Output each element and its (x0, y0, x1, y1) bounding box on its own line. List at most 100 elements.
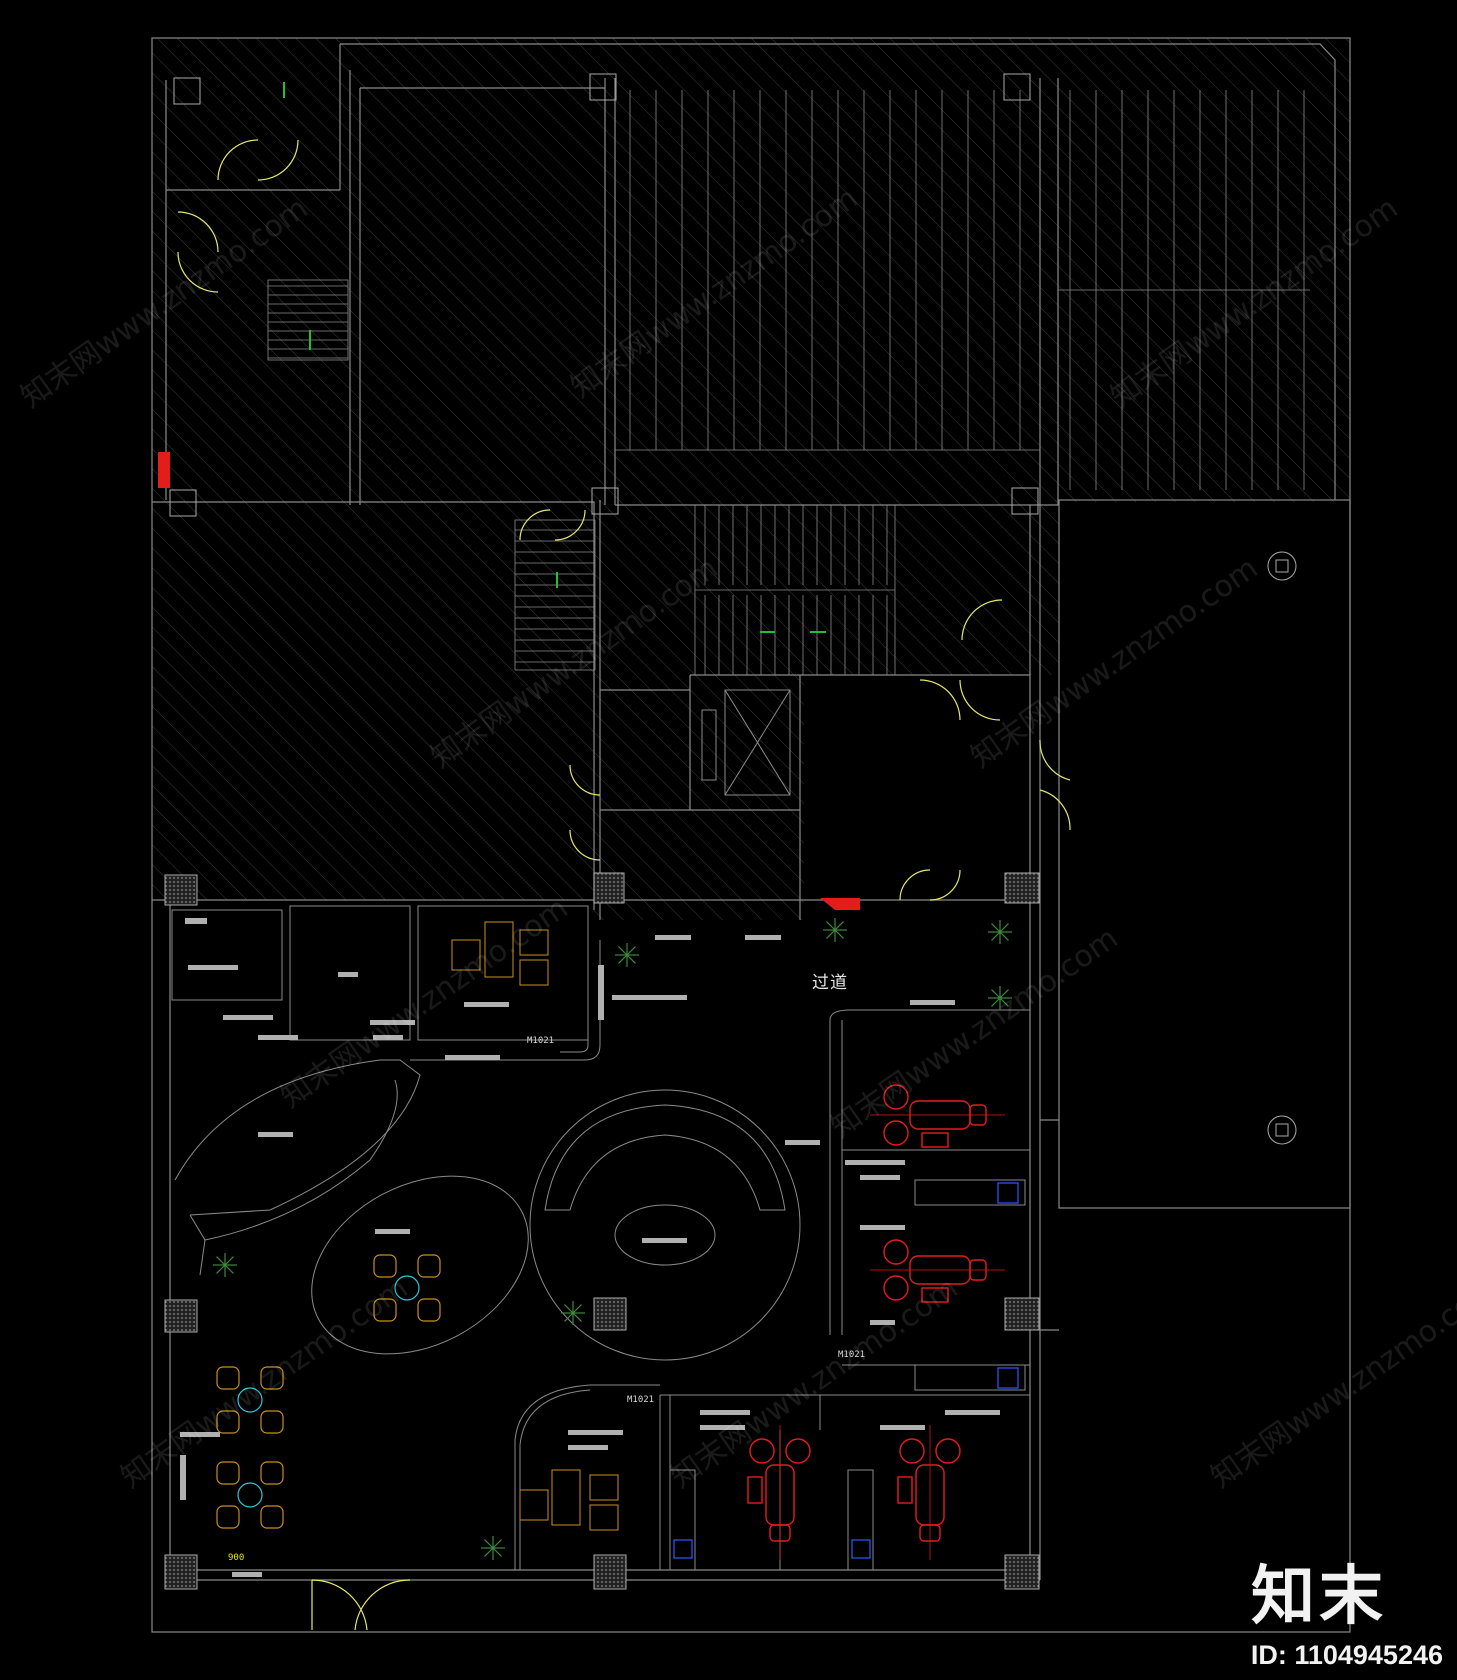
plant-leaf (991, 997, 1001, 1007)
plant-leaf (618, 954, 628, 964)
wall-tag (598, 965, 604, 1020)
table-top (237, 1387, 263, 1413)
chair (216, 1505, 240, 1529)
plant-leaf (834, 929, 844, 939)
plant (988, 920, 1012, 944)
chair (373, 1254, 397, 1278)
plant (213, 1253, 237, 1277)
red-markers (158, 452, 860, 910)
plant-leaf (626, 954, 636, 964)
wall-tag (180, 1455, 186, 1500)
image-id: ID: 1104945246 (1250, 1640, 1443, 1670)
wall-tag (870, 1320, 895, 1325)
plant-leaf (224, 1264, 234, 1274)
plant-leaf (484, 1539, 494, 1549)
wall-tag (642, 1238, 687, 1243)
assistant-stool (899, 1438, 925, 1464)
wall-tag (700, 1425, 745, 1430)
plant (615, 943, 639, 967)
plant-leaf (626, 946, 636, 956)
door-tag: M1021 (627, 1395, 655, 1405)
wall-tag (700, 1410, 750, 1415)
plant-leaf (572, 1304, 582, 1314)
elevator (701, 689, 791, 796)
wall-tag (258, 1035, 298, 1040)
dental-chairs (747, 1084, 1005, 1560)
chair (216, 1410, 240, 1434)
operator-stool (935, 1438, 961, 1464)
instrument-tray (747, 1476, 763, 1504)
chair (216, 1366, 240, 1390)
plant-leaf (999, 989, 1009, 999)
operator-stool (883, 1239, 909, 1265)
table-set (216, 1461, 284, 1529)
sinks (673, 1182, 1019, 1559)
drains (1267, 551, 1297, 1145)
waiting-area (311, 1089, 801, 1361)
wall-tag (375, 1229, 410, 1234)
dental-chair (870, 1084, 1005, 1148)
interior-walls (171, 905, 1030, 1571)
plant-leaf (991, 923, 1001, 933)
door-tag: M1021 (838, 1350, 866, 1360)
wall-tag (188, 965, 238, 970)
chair (373, 1298, 397, 1322)
exit-arrows (283, 82, 826, 633)
wall-tag (223, 1015, 273, 1020)
table-top (394, 1275, 420, 1301)
chair (260, 1410, 284, 1434)
reception-counter (174, 1059, 421, 1276)
brand-logo: 知末 (1251, 1560, 1387, 1634)
table-set (216, 1366, 284, 1434)
table-set (373, 1254, 441, 1322)
instrument-tray (921, 1287, 949, 1303)
assistant-stool (883, 1275, 909, 1301)
plant-leaf (492, 1539, 502, 1549)
plants (213, 918, 1012, 1560)
wall-tag (860, 1225, 905, 1230)
wall-tag (910, 1000, 955, 1005)
wall-tag (745, 935, 781, 940)
columns (164, 73, 1040, 1590)
hatched-areas (152, 38, 1350, 920)
chair (260, 1461, 284, 1485)
wall-tag (185, 918, 207, 924)
wall-tag (373, 1035, 403, 1040)
wall-tags (180, 918, 1000, 1577)
plant-leaf (564, 1312, 574, 1322)
plant-leaf (492, 1547, 502, 1557)
plant-leaf (216, 1264, 226, 1274)
office-desks (451, 921, 619, 1531)
table-top (237, 1482, 263, 1508)
wall-tag (464, 1002, 509, 1007)
plant-leaf (999, 923, 1009, 933)
plant-leaf (564, 1304, 574, 1314)
wall-tag (860, 1175, 900, 1180)
doors (177, 139, 1071, 1631)
wall-tag (945, 1410, 1000, 1415)
chair (216, 1461, 240, 1485)
wall-tag (785, 1140, 820, 1145)
wall-tag (880, 1425, 925, 1430)
wall-tag (568, 1430, 623, 1435)
plant-leaf (991, 989, 1001, 999)
plant (988, 986, 1012, 1010)
plant-leaf (991, 931, 1001, 941)
wall-tag (338, 972, 358, 977)
dental-chair (897, 1425, 961, 1560)
wall-tag (258, 1132, 293, 1137)
plant-leaf (826, 921, 836, 931)
wall-tag (180, 1432, 220, 1437)
dimension-label: 900 (228, 1553, 245, 1563)
plant-leaf (484, 1547, 494, 1557)
chair (260, 1505, 284, 1529)
plant-leaf (999, 997, 1009, 1007)
room-label-corridor: 过道 (812, 973, 848, 993)
wall-tag (568, 1445, 608, 1450)
plant-leaf (216, 1256, 226, 1266)
stair-treads-north (615, 90, 1310, 490)
operator-stool (883, 1084, 909, 1110)
stair-west (267, 279, 596, 671)
wall-tag (370, 1020, 415, 1025)
